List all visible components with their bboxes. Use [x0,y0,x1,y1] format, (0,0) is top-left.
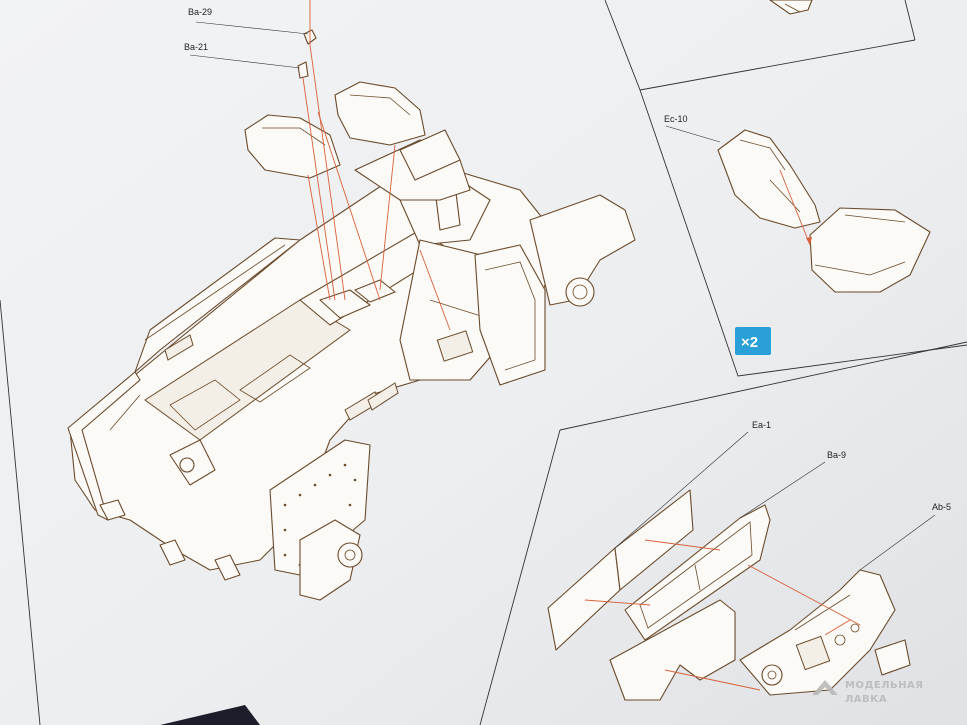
panel-assembly [547,431,936,701]
assembly-guides-main [302,0,451,331]
label-ba9: Ba-9 [827,450,846,460]
watermark-line2: ЛАВКА [845,694,887,705]
watermark-logo: МОДЕЛЬНАЯ ЛАВКА [812,680,923,705]
chassis-assembly [67,129,636,601]
leader-lines-main [189,21,309,69]
label-ab5: Ab-5 [932,502,951,512]
quantity-badge: ×2 [735,327,771,355]
label-ba29: Ba-29 [188,7,212,17]
seat-ec10 [665,125,931,293]
table-edge [160,705,260,725]
label-ec10: Ec-10 [664,114,688,124]
watermark-line1: МОДЕЛЬНАЯ [845,680,923,691]
seat-fragment-top [769,0,813,15]
small-part-ba21 [297,61,309,79]
label-ba21: Ba-21 [184,42,208,52]
label-ea1: Ea-1 [752,420,771,430]
quantity-badge-text: ×2 [741,334,758,351]
seat-pair [244,81,426,179]
